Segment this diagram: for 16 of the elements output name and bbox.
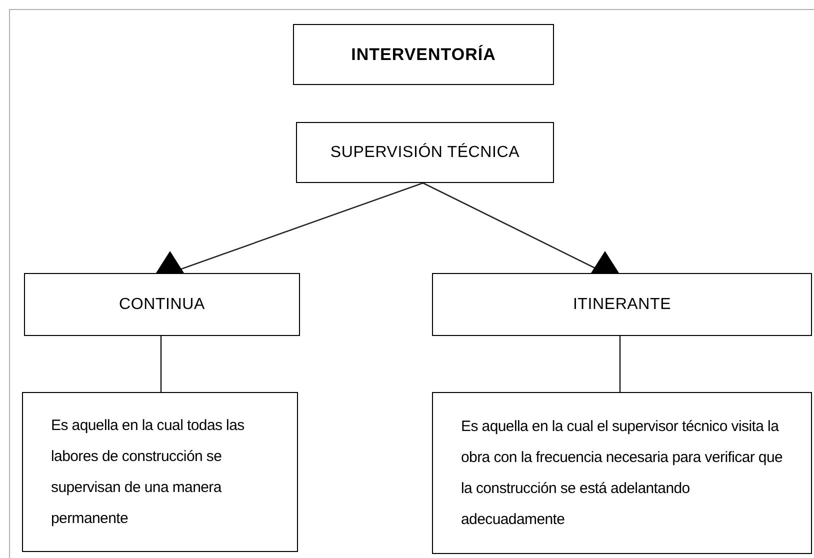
box-label: CONTINUA — [119, 294, 205, 314]
description-text: Es aquella en la cual el supervisor técnico visita la obra con la frecuencia necesaria para verificar que la construcción se está adelantando adecuadamente — [461, 417, 784, 530]
description-text: Es aquella en la cual todas las labores de construcción se supervisan de una manera permanente — [51, 416, 246, 529]
category-box — [24, 273, 300, 336]
description-box — [432, 392, 812, 554]
title-box — [293, 24, 554, 85]
box-label: SUPERVISIÓN TÉCNICA — [330, 142, 520, 162]
box-label: INTERVENTORÍA — [351, 44, 496, 66]
arrow — [156, 182, 424, 274]
category-box — [432, 273, 812, 336]
category-box — [296, 122, 554, 183]
box-label: ITINERANTE — [572, 294, 672, 314]
description-box — [22, 392, 298, 552]
connector-line — [160, 336, 162, 392]
arrow — [422, 182, 619, 274]
connector-line — [619, 336, 621, 392]
